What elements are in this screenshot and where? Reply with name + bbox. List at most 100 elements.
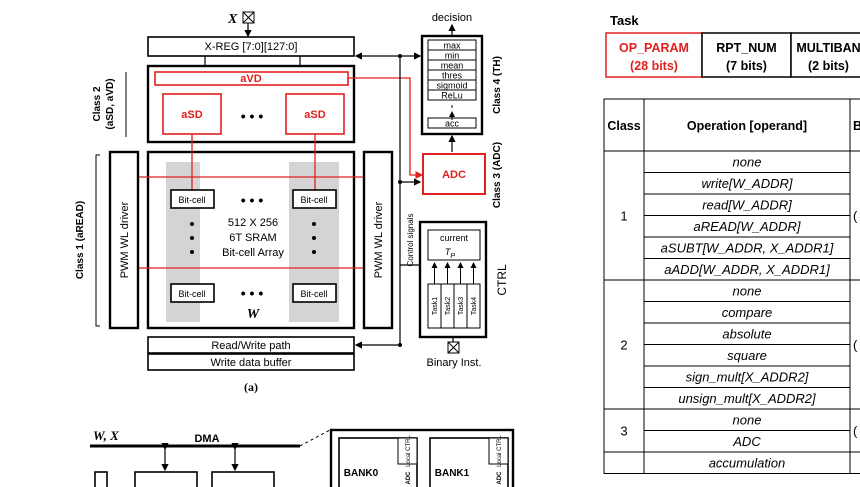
adc-label: ADC	[442, 169, 466, 181]
dma-label: DMA	[194, 433, 219, 445]
operation-cell: none	[733, 413, 762, 428]
binary-inst-pin-icon	[447, 341, 460, 354]
operation-table: Class Operation [operand] B 1 ( none write[W_A…	[603, 98, 860, 474]
operation-cell: none	[733, 284, 762, 299]
class-cell	[603, 451, 645, 474]
operation-cell: write[W_ADDR]	[701, 176, 792, 191]
bitcell-top-left	[170, 189, 215, 209]
task-title: Task	[610, 13, 639, 28]
bank1-adc-label: ADC	[497, 471, 503, 485]
bank0-label: BANK0	[344, 468, 379, 479]
pwm-driver-right	[362, 150, 394, 330]
th-item-label: max	[443, 41, 461, 51]
task-cell-label: Task2	[445, 297, 452, 315]
weight-label: W	[247, 307, 261, 322]
adc-block	[422, 153, 486, 195]
bitcell-bottom-right	[292, 283, 337, 303]
bank0-adc-label: ADC	[406, 471, 412, 485]
asd-block-right	[285, 93, 345, 135]
class2-label: Class 2(aSD, aVD)	[92, 78, 116, 129]
bitcell-label: Bit-cell	[178, 195, 205, 205]
xreg-label: X-REG [7:0][127:0]	[205, 41, 298, 53]
array-dots-top: • • •	[241, 192, 264, 208]
operation-cell: aSUBT[W_ADDR, X_ADDR1]	[661, 241, 834, 256]
task-field-bits: (28 bits)	[630, 59, 678, 73]
th-item-label: min	[445, 51, 460, 61]
task-field-box	[701, 32, 792, 78]
array-dots-bottom: • • •	[241, 285, 264, 301]
figure-a-caption: (a)	[244, 380, 258, 394]
th-item-box	[427, 89, 477, 101]
table-header-operation: Operation [operand]	[687, 119, 807, 133]
b-cell-text: (	[853, 209, 858, 224]
decision-label: decision	[432, 12, 472, 24]
asd-dots: • • •	[241, 108, 264, 124]
xreg-block	[147, 36, 355, 57]
tp-label: TP	[445, 247, 456, 260]
task-field-name: OP_PARAM	[619, 41, 689, 55]
operation-cell: none	[733, 155, 762, 170]
operation-cell: aADD[W_ADDR, X_ADDR1]	[664, 262, 830, 277]
rw-path-block	[147, 336, 355, 354]
class3-label: Class 3 (ADC)	[492, 142, 503, 208]
current-label: current	[440, 233, 469, 243]
bitcell-top-right	[292, 189, 337, 209]
operation-cell: sign_mult[X_ADDR2]	[686, 370, 809, 385]
bitcell-label: Bit-cell	[300, 289, 327, 299]
asd-label-right: aSD	[304, 109, 325, 121]
array-type-label: 6T SRAM	[229, 232, 276, 244]
operation-cell: read[W_ADDR]	[702, 198, 792, 213]
task-cell-label: Task3	[458, 297, 465, 315]
control-signals-label: Control signals	[406, 214, 415, 267]
pwm-driver-left	[108, 150, 140, 330]
table-header-b: B	[853, 119, 860, 133]
rw-path-label: Read/Write path	[211, 340, 290, 352]
operation-cell: compare	[722, 305, 773, 320]
pwm-driver-right-label: PWM WL driver	[373, 201, 385, 278]
table-header-class: Class	[607, 119, 640, 133]
task-field-name: MULTIBAN	[796, 41, 860, 55]
array-size-label: 512 X 256	[228, 217, 278, 229]
operation-cell: square	[727, 348, 767, 363]
th-item-label: thres	[442, 71, 463, 81]
binary-inst-label: Binary Inst.	[426, 357, 481, 369]
wx-label: W, X	[93, 428, 119, 443]
array-vertical-dots	[190, 222, 316, 254]
operation-cell: unsign_mult[X_ADDR2]	[678, 391, 816, 406]
b-cell-text: (	[853, 338, 858, 353]
th-item-label: mean	[441, 61, 464, 71]
task-field-bits: (7 bits)	[726, 59, 767, 73]
table-row	[643, 451, 851, 474]
bank-stub-2	[211, 471, 275, 487]
task-field-box	[790, 32, 860, 78]
th-item-label: ReLu	[441, 91, 463, 101]
th-item-label: acc	[445, 119, 460, 129]
x-input-label: X	[227, 12, 238, 27]
class-number: 3	[620, 424, 627, 439]
class-number: 2	[620, 338, 627, 353]
ctrl-label: CTRL	[495, 264, 509, 296]
task-cell-label: Task4	[471, 297, 478, 315]
bitcell-bottom-left	[170, 283, 215, 303]
class-cell	[603, 408, 645, 453]
bitcell-label: Bit-cell	[300, 195, 327, 205]
class-number: 1	[620, 209, 627, 224]
operation-cell: absolute	[722, 327, 771, 342]
operation-cell: ADC	[732, 434, 761, 449]
task-cell-label: Task1	[432, 297, 439, 315]
operation-cell: accumulation	[709, 456, 786, 471]
task-queue: Task1 Task2 Task3 Task4	[427, 262, 481, 329]
x-input-pin-icon	[242, 11, 255, 24]
local-ctrl-label: Local CTRL	[497, 435, 503, 467]
task-field-bits: (2 bits)	[808, 59, 849, 73]
class4-label: Class 4 (TH)	[492, 56, 503, 114]
b-cell-text: (	[853, 424, 858, 439]
bank-stub-0	[94, 471, 108, 487]
bitcell-label: Bit-cell	[178, 289, 205, 299]
operation-cell: aREAD[W_ADDR]	[694, 219, 801, 234]
bank-stub-1	[134, 471, 198, 487]
task-format-fields: OP_PARAM (28 bits) RPT_NUM (7 bits) MULTIBAN…	[605, 32, 860, 78]
asd-label-left: aSD	[181, 109, 202, 121]
task-field-name: RPT_NUM	[716, 41, 776, 55]
